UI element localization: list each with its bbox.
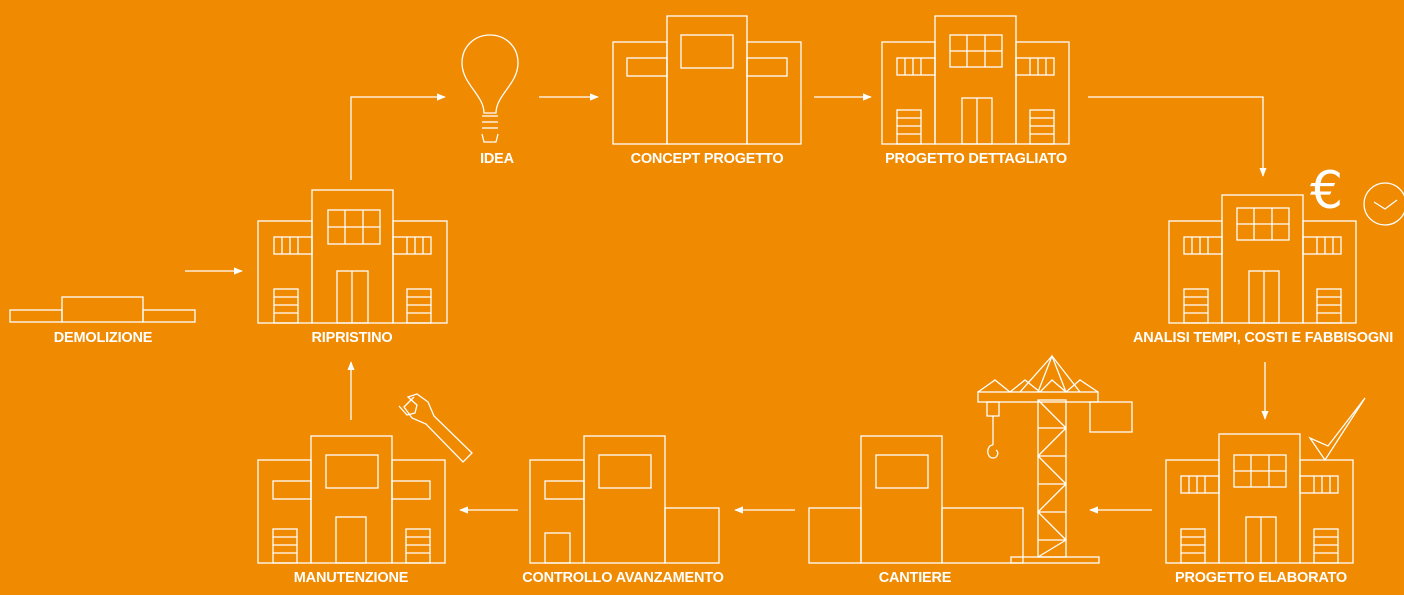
- demolition-rubble-icon: [9, 296, 196, 323]
- label-manutenzione: MANUTENZIONE: [293, 570, 409, 586]
- euro-icon: €: [1310, 161, 1344, 221]
- label-concept-progetto: CONCEPT PROGETTO: [630, 151, 784, 167]
- flow-arrows: [185, 93, 1269, 514]
- maintenance-building-icon: [257, 435, 446, 564]
- label-progetto-dettagliato: PROGETTO DETTAGLIATO: [885, 151, 1067, 167]
- wrench-icon: [398, 393, 473, 463]
- construction-site-icon: [808, 435, 1024, 564]
- label-demolizione: DEMOLIZIONE: [53, 330, 153, 346]
- label-controllo-avanzamento: CONTROLLO AVANZAMENTO: [522, 570, 724, 586]
- concept-building-icon: [612, 15, 802, 145]
- lightbulb-icon: [461, 34, 519, 143]
- label-idea: IDEA: [480, 151, 514, 167]
- analysis-building-icon: [1168, 194, 1357, 324]
- label-analisi: ANALISI TEMPI, COSTI E FABBISOGNI: [1132, 330, 1394, 346]
- restoration-building-icon: [257, 189, 448, 324]
- elaborated-building-icon: [1165, 433, 1354, 564]
- label-ripristino: RIPRISTINO: [311, 330, 393, 346]
- progress-building-icon: [529, 435, 720, 564]
- detailed-building-icon: [881, 15, 1070, 145]
- clock-icon: [1363, 182, 1404, 226]
- checkmark-icon: [1308, 397, 1366, 462]
- crane-icon: [977, 354, 1133, 564]
- label-progetto-elaborato: PROGETTO ELABORATO: [1174, 570, 1348, 586]
- label-cantiere: CANTIERE: [878, 570, 952, 586]
